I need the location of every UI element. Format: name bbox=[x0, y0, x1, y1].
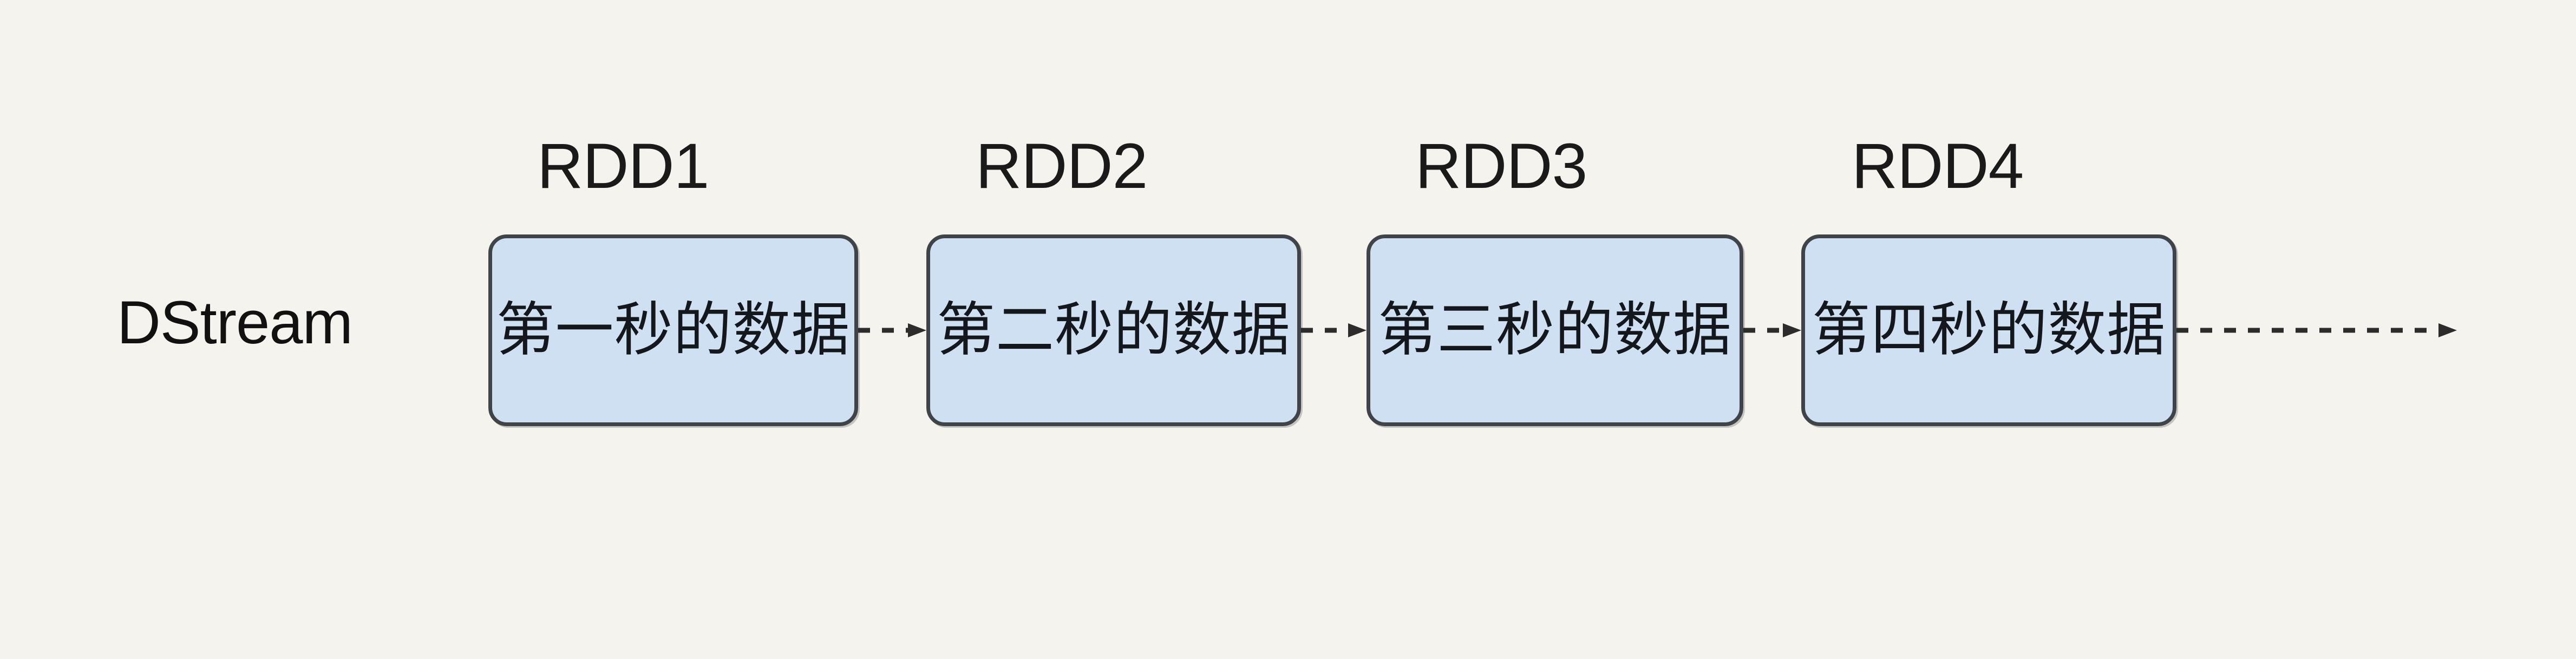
rdd-box-4[interactable]: 第四秒的数据 bbox=[1801, 234, 2176, 426]
connector-rdd2-to-rdd3 bbox=[1301, 322, 1367, 338]
rdd-caption-1: RDD1 bbox=[537, 131, 709, 202]
rdd-box-label-4: 第四秒的数据 bbox=[1812, 296, 2166, 364]
rdd-box-label-3: 第三秒的数据 bbox=[1377, 296, 1732, 364]
rdd-caption-2: RDD2 bbox=[976, 131, 1148, 202]
rdd-box-1[interactable]: 第一秒的数据 bbox=[488, 234, 858, 426]
rdd-box-label-1: 第一秒的数据 bbox=[496, 296, 851, 364]
rdd-caption-4: RDD4 bbox=[1852, 131, 2024, 202]
rdd-box-2[interactable]: 第二秒的数据 bbox=[926, 234, 1301, 426]
rdd-box-3[interactable]: 第三秒的数据 bbox=[1367, 234, 1743, 426]
rdd-caption-3: RDD3 bbox=[1415, 131, 1587, 202]
connector-rdd4-to-future bbox=[2176, 322, 2457, 338]
dstream-axis-label: DStream bbox=[117, 289, 353, 356]
rdd-box-label-2: 第二秒的数据 bbox=[936, 296, 1291, 364]
connector-rdd1-to-rdd2 bbox=[858, 322, 926, 338]
connector-rdd3-to-rdd4 bbox=[1743, 322, 1801, 338]
